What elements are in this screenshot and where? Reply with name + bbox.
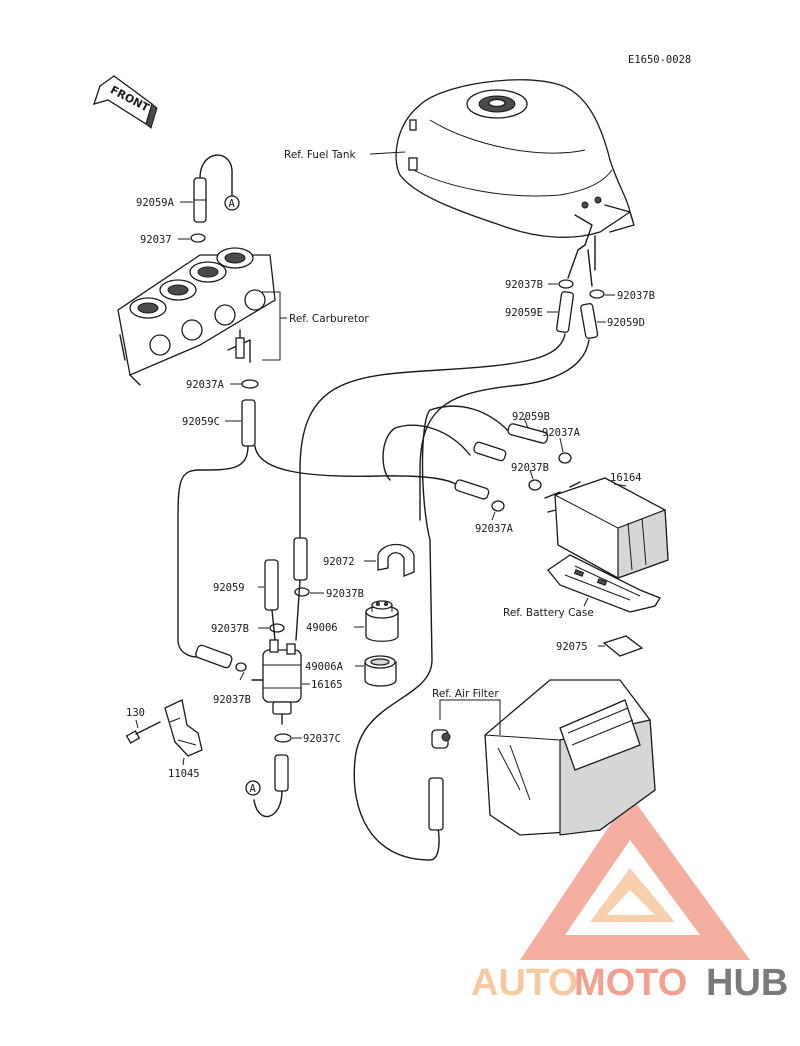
- bolt-130: [125, 721, 161, 744]
- clamp-92037B-canister: [528, 479, 542, 491]
- label-92037C: 92037C: [303, 733, 341, 745]
- label-130: 130: [126, 707, 145, 719]
- label-92037: 92037: [140, 234, 172, 246]
- label-16165: 16165: [311, 679, 343, 691]
- battery-case: [547, 554, 661, 613]
- watermark-hub: HUB: [706, 962, 788, 1004]
- watermark-moto: MOTO: [574, 962, 687, 1004]
- hose-92059C: [241, 399, 256, 447]
- hose-pump-inlet: [195, 644, 233, 669]
- label-92037B-5: 92037B: [211, 623, 249, 635]
- clamp-92037: [190, 233, 206, 243]
- hose-92059-right: [293, 537, 308, 581]
- callout-a-bottom-letter: A: [250, 783, 257, 795]
- ref-carburetor-label: Ref. Carburetor: [289, 313, 369, 325]
- label-92075: 92075: [556, 641, 588, 653]
- hose-pump-outlet: [274, 754, 289, 792]
- front-arrow-icon: FRONT: [92, 75, 158, 129]
- canister-16164: [544, 477, 669, 579]
- air-filter-fitting: [431, 729, 451, 749]
- label-16164: 16164: [610, 472, 642, 484]
- hose-route-tank-to-filter: [299, 333, 566, 539]
- clamp-92037C: [274, 733, 292, 743]
- label-92059A: 92059A: [136, 197, 175, 209]
- hose-air-filter-drain: [428, 777, 444, 831]
- callout-a-top-letter: A: [229, 198, 236, 210]
- hose-route-carb: [177, 445, 249, 658]
- fuel-tank: [395, 79, 635, 251]
- clamp-92037B-pump-left: [269, 623, 285, 633]
- hose-92059D: [580, 303, 599, 339]
- watermark-auto: AUTO: [471, 962, 578, 1004]
- label-92059: 92059: [213, 582, 245, 594]
- label-92072: 92072: [323, 556, 355, 568]
- clamp-92037A-lower: [491, 500, 505, 512]
- hose-92059-left: [264, 559, 279, 611]
- clamp-92037A-carb: [241, 379, 259, 389]
- label-49006A: 49006A: [305, 661, 344, 673]
- clamp-92037A-canister: [558, 452, 572, 464]
- carburetor-assembly: [117, 247, 276, 386]
- clamp-92037B-left: [558, 279, 574, 289]
- hose-92059E: [556, 291, 574, 333]
- hose-lower-small: [454, 479, 490, 500]
- clamp-92037B-pump-inlet: [235, 662, 247, 672]
- label-92037B-6: 92037B: [213, 694, 251, 706]
- callout-a-top: [224, 195, 240, 211]
- label-92059C: 92059C: [182, 416, 220, 428]
- label-92059D: 92059D: [607, 317, 645, 329]
- label-92059E: 92059E: [505, 307, 543, 319]
- label-92037B-1: 92037B: [505, 279, 543, 291]
- label-92037B-2: 92037B: [617, 290, 655, 302]
- label-92037B-3: 92037B: [511, 462, 549, 474]
- bracket-11045: [164, 699, 203, 757]
- bracket-92072: [377, 543, 415, 577]
- label-92037A-1: 92037A: [186, 379, 225, 391]
- fuel-pump-16165: [251, 639, 302, 725]
- ref-battery-case-label: Ref. Battery Case: [503, 607, 594, 619]
- hose-route-canister-top: [353, 405, 513, 861]
- clamp-92037B-pump-right: [294, 587, 310, 597]
- hose-92059B: [507, 423, 549, 444]
- clamp-92037B-right: [589, 289, 605, 299]
- diagram-code: E1650-0028: [628, 54, 691, 66]
- label-92059B: 92059B: [512, 411, 550, 423]
- part-49006A: [364, 655, 397, 687]
- label-92037B-4: 92037B: [326, 588, 364, 600]
- label-92037A-3: 92037A: [475, 523, 514, 535]
- label-11045: 11045: [168, 768, 200, 780]
- label-49006: 49006: [306, 622, 338, 634]
- hose-92059A: [193, 154, 233, 223]
- callout-a-bottom: [245, 780, 261, 796]
- hose-upper-small: [473, 441, 507, 462]
- label-92037A-2: 92037A: [542, 427, 581, 439]
- part-49006: [365, 600, 399, 642]
- ref-fuel-tank-label: Ref. Fuel Tank: [284, 149, 356, 161]
- watermark-logo: [520, 795, 750, 960]
- ref-air-filter-label: Ref. Air Filter: [432, 688, 499, 700]
- air-filter-box: [484, 679, 656, 836]
- pad-92075: [602, 635, 644, 657]
